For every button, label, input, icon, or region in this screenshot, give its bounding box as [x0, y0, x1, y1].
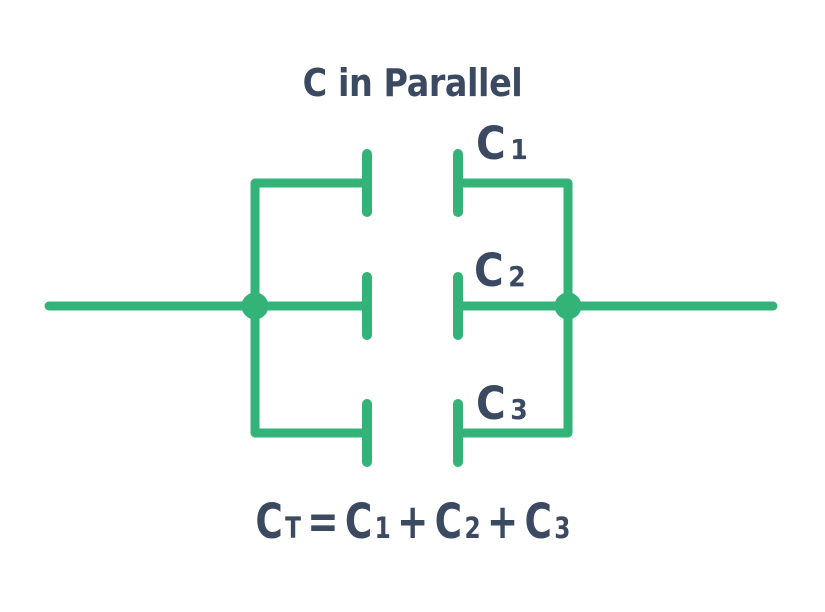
capacitor-label-subscript: 2 [508, 260, 526, 293]
junction-dot-left [241, 292, 269, 320]
plus-sign: + [486, 494, 518, 550]
capacitor-label-base: C [474, 244, 504, 297]
equals-sign: = [307, 494, 338, 550]
junction-dot-right [554, 292, 582, 320]
plus-sign: + [397, 494, 428, 550]
capacitor-label-subscript: 3 [510, 393, 528, 426]
capacitor-label-base: C [476, 377, 506, 430]
diagram-title: C in Parallel [302, 61, 523, 105]
capacitor-label-base: C [476, 117, 506, 170]
capacitor-label-subscript: 1 [510, 133, 528, 166]
